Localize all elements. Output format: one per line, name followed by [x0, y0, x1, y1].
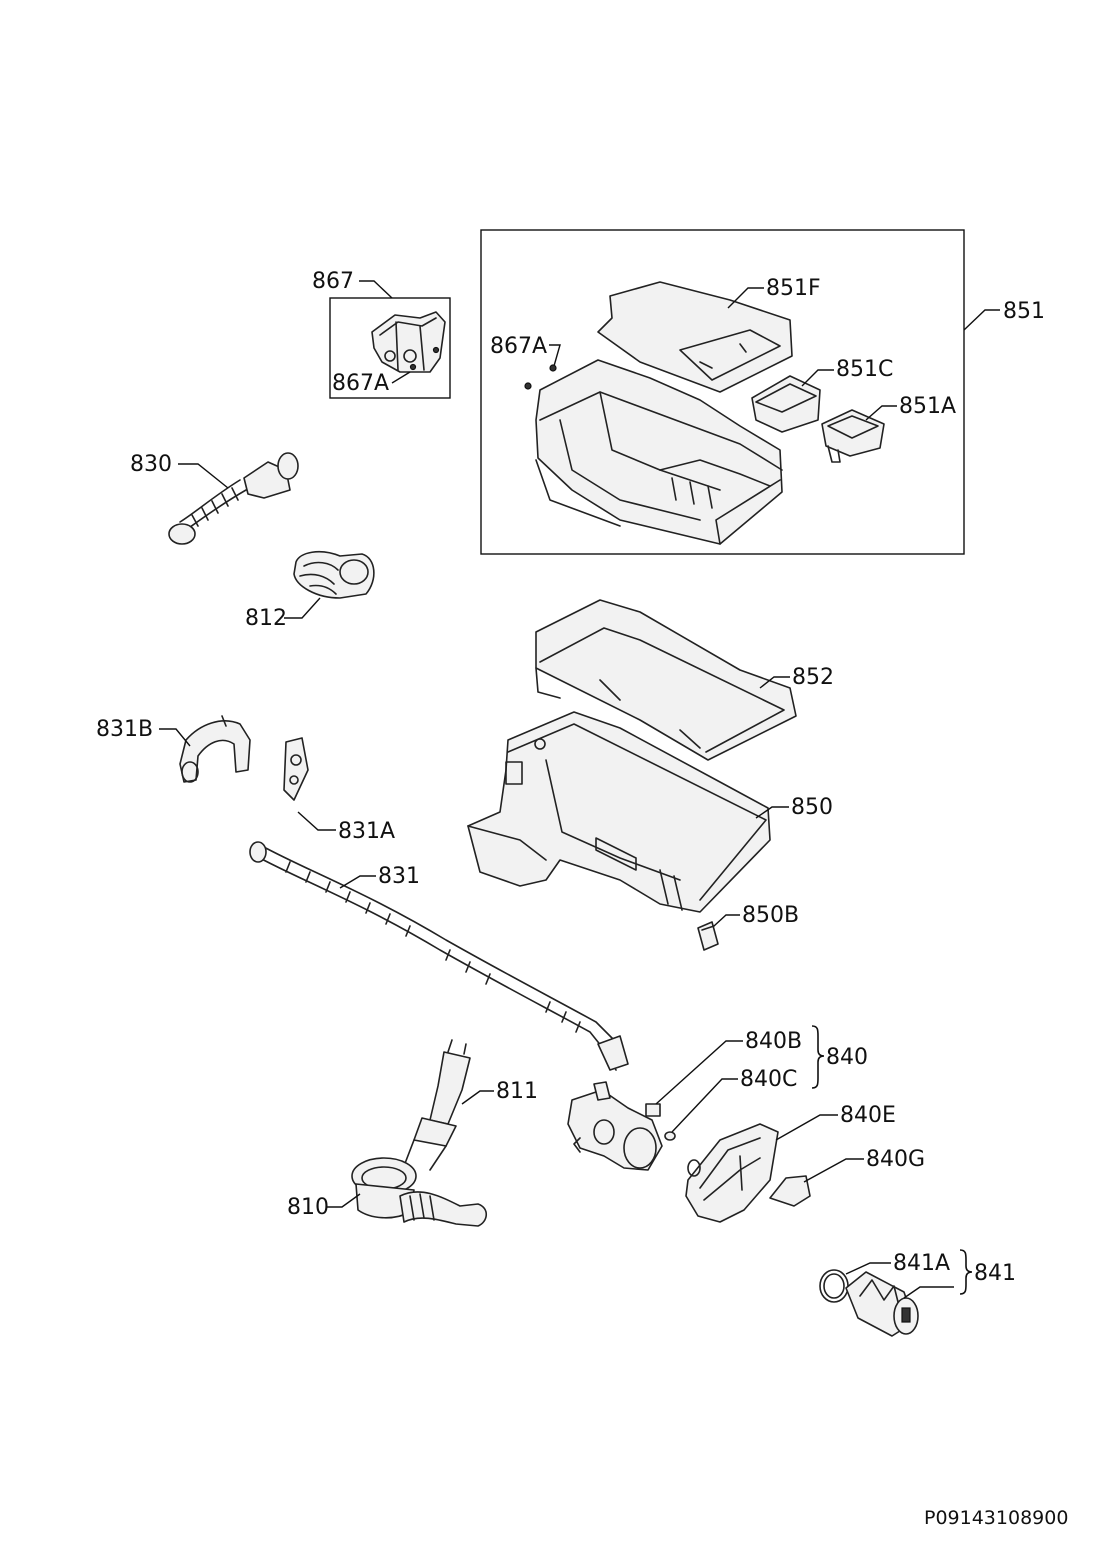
leader-852: [759, 676, 790, 689]
part-810-sump-hose: [351, 1139, 488, 1227]
label-840c: 840C: [740, 1067, 797, 1092]
part-812-bellows: [293, 550, 375, 599]
leader-867: [359, 280, 393, 299]
leader-851c: [801, 369, 834, 387]
part-830-inlet-hose: [168, 452, 299, 545]
label-840: 840: [826, 1045, 868, 1070]
leader-831b: [159, 728, 191, 747]
leader-840c: [671, 1078, 738, 1133]
part-852-cover: [535, 599, 797, 761]
part-851a-cup: [821, 409, 885, 463]
part-867-valve: [371, 311, 446, 373]
label-812: 812: [245, 606, 287, 631]
part-811-pipe: [413, 1039, 471, 1147]
label-851c: 851C: [836, 357, 893, 382]
leader-841-filter: [903, 1286, 954, 1299]
leader-831: [339, 875, 376, 889]
frame-867: [329, 297, 451, 399]
screw-867a-2: [524, 382, 532, 390]
part-850b-clip: [697, 921, 719, 951]
label-831: 831: [378, 864, 420, 889]
leader-830: [178, 463, 229, 489]
brace-840: [811, 1025, 825, 1089]
part-831b-hose-guide: [179, 715, 251, 783]
part-850-dispenser-base: [467, 711, 771, 913]
label-850: 850: [791, 795, 833, 820]
label-810: 810: [287, 1195, 329, 1220]
leader-810: [326, 1193, 361, 1208]
leader-840g: [803, 1158, 864, 1183]
label-840g: 840G: [866, 1147, 925, 1172]
part-840g-cover: [769, 1175, 811, 1207]
leader-850b: [713, 914, 740, 927]
label-851a: 851A: [899, 394, 956, 419]
leader-850: [755, 806, 789, 819]
label-840e: 840E: [840, 1103, 896, 1128]
label-831a: 831A: [338, 819, 395, 844]
part-840b-cap: [645, 1103, 661, 1117]
leader-841a: [845, 1262, 891, 1275]
part-851c-insert: [751, 375, 821, 433]
label-851: 851: [1003, 299, 1045, 324]
drawing-code: P09143108900: [924, 1507, 1068, 1529]
part-840-pump: [567, 1081, 663, 1171]
leader-867a-right: [549, 344, 561, 367]
part-851-dispenser-housing: [535, 359, 783, 545]
leader-867a-left: [391, 371, 411, 384]
part-841a-o-ring-inner: [823, 1273, 845, 1299]
label-841a: 841A: [893, 1251, 950, 1276]
label-867a-right: 867A: [490, 334, 547, 359]
leader-831a: [297, 811, 336, 831]
frame-851: [480, 229, 965, 555]
leader-812: [284, 597, 321, 619]
label-811: 811: [496, 1079, 538, 1104]
screw-867a-1: [549, 364, 557, 372]
label-830: 830: [130, 452, 172, 477]
leader-811: [461, 1090, 494, 1105]
label-867: 867: [312, 269, 354, 294]
label-867a-left: 867A: [332, 371, 389, 396]
label-831b: 831B: [96, 717, 153, 742]
leader-840b: [655, 1040, 743, 1105]
part-831a-bracket: [283, 737, 309, 801]
leader-851f: [727, 287, 764, 309]
label-840b: 840B: [745, 1029, 802, 1054]
leader-851a: [865, 405, 897, 421]
part-840e-housing: [685, 1123, 779, 1223]
leader-840e: [775, 1114, 838, 1141]
part-841-filter: [845, 1271, 919, 1337]
label-852: 852: [792, 665, 834, 690]
leader-851: [963, 309, 1000, 331]
label-851f: 851F: [766, 276, 821, 301]
label-841: 841: [974, 1261, 1016, 1286]
brace-841: [959, 1249, 973, 1295]
part-840c-ring: [664, 1131, 676, 1141]
label-850b: 850B: [742, 903, 799, 928]
part-851f-lid: [597, 281, 793, 393]
part-831-drain-hose: [249, 841, 629, 1071]
